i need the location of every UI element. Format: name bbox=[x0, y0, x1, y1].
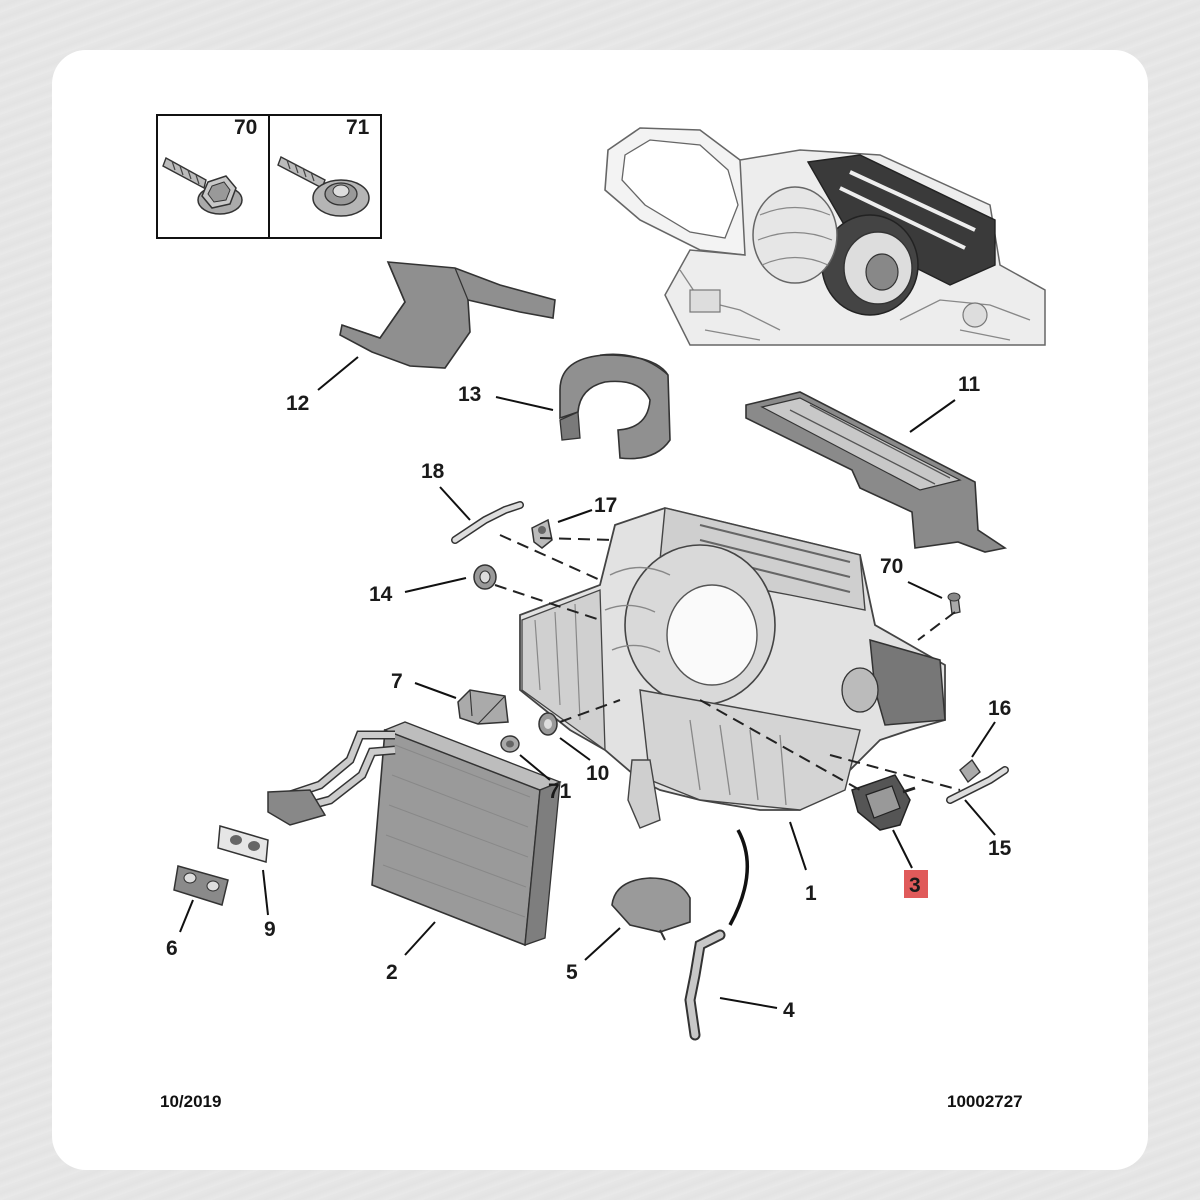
part-5-access-cover bbox=[611, 877, 691, 941]
part-12-duct-cover bbox=[339, 261, 556, 369]
callout-11: 11 bbox=[958, 373, 981, 396]
callout-3-highlight: 3 bbox=[904, 870, 928, 898]
callout-3: 3 bbox=[909, 874, 921, 897]
part-4-drain-tube bbox=[684, 829, 750, 1041]
inset-label-71: 71 bbox=[346, 116, 370, 139]
callout-9: 9 bbox=[264, 918, 276, 941]
callout-6: 6 bbox=[166, 937, 178, 960]
part-3-blower-resistor bbox=[851, 774, 916, 831]
callout-18: 18 bbox=[421, 460, 445, 483]
callout-70: 70 bbox=[880, 555, 903, 578]
callout-16: 16 bbox=[988, 697, 1011, 720]
inset-label-70: 70 bbox=[234, 116, 257, 139]
part-9-gasket bbox=[217, 825, 269, 863]
part-71-bolt bbox=[500, 735, 520, 753]
bolt-71-icon bbox=[277, 156, 370, 217]
footer-date: 10/2019 bbox=[160, 1092, 221, 1111]
leader-lines bbox=[179, 356, 996, 1009]
diagram-card: 70 71 bbox=[52, 50, 1148, 1170]
callout-12: 12 bbox=[286, 392, 309, 415]
callout-15: 15 bbox=[988, 837, 1012, 860]
part-1-hvac-housing bbox=[519, 507, 946, 829]
callout-5: 5 bbox=[566, 961, 578, 984]
callout-13: 13 bbox=[458, 383, 481, 406]
part-2-evaporator bbox=[267, 721, 562, 947]
part-16-hose-end bbox=[959, 758, 981, 784]
callout-labels: 12 13 11 18 17 14 70 7 10 71 16 15 1 3 9… bbox=[166, 373, 1012, 1022]
callout-1: 1 bbox=[805, 882, 817, 905]
part-18-link-rod bbox=[451, 501, 524, 544]
callout-17: 17 bbox=[594, 494, 617, 517]
part-70-bolt bbox=[947, 592, 961, 615]
part-11-filter-frame bbox=[745, 391, 1008, 553]
part-7-actuator bbox=[457, 689, 509, 725]
exploded-parts-diagram: 70 71 bbox=[156, 114, 1046, 1111]
callout-4: 4 bbox=[783, 999, 795, 1022]
part-14-grommet bbox=[473, 564, 497, 590]
assembly-lines bbox=[494, 534, 961, 791]
callout-14: 14 bbox=[369, 583, 393, 606]
part-6-seal-plate bbox=[173, 865, 229, 906]
bolt-70-icon bbox=[162, 156, 243, 215]
vehicle-location-view bbox=[604, 127, 1046, 346]
footer-reference: 10002727 bbox=[947, 1092, 1023, 1111]
callout-10: 10 bbox=[586, 762, 609, 785]
part-15-drain-hose bbox=[946, 766, 1009, 804]
fastener-inset: 70 71 bbox=[156, 114, 382, 239]
callout-7: 7 bbox=[391, 670, 403, 693]
part-13-foam-ring bbox=[559, 353, 671, 460]
part-17-clip bbox=[531, 518, 553, 549]
callout-2: 2 bbox=[386, 961, 398, 984]
part-10-bushing bbox=[538, 712, 558, 736]
callout-71: 71 bbox=[548, 780, 572, 803]
